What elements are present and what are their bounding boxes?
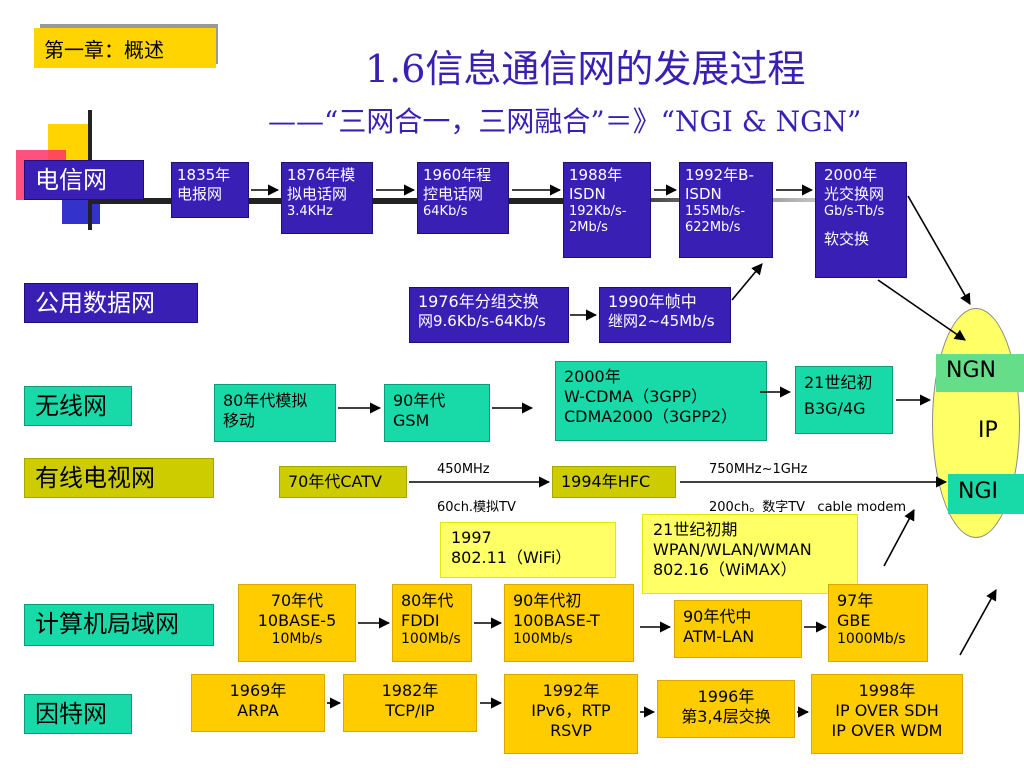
cable-label: 450MHz: [437, 462, 490, 477]
cable-label: 750MHz~1GHz: [709, 462, 808, 477]
arrow: [731, 263, 763, 301]
chapter-tag: 第一章：概述: [34, 28, 216, 68]
page-subtitle: ——“三网合一，三网融合”＝》“NGI & NGN”: [268, 105, 862, 138]
chapter-text: 第一章：概述: [44, 38, 164, 62]
category-internet: 因特网: [24, 694, 132, 734]
internet-box: 1996年第3,4层交换: [657, 680, 795, 738]
arrow: [959, 589, 997, 656]
cable-box: 1994年HFC: [552, 466, 676, 498]
telecom-box: 1835年电报网: [171, 162, 249, 218]
public-data-box: 1976年分组交换网9.6Kb/s-64Kb/s: [409, 287, 569, 343]
cable-label: 60ch.模拟TV: [437, 500, 516, 515]
public-data-box: 1990年帧中继网2~45Mb/s: [599, 287, 731, 343]
ngi-label: NGI: [948, 474, 1024, 514]
cable-label: 200ch。数字TV cable modem: [709, 500, 907, 515]
wireless-box: 80年代模拟移动: [214, 384, 336, 442]
arrow: [877, 279, 966, 341]
decor-square: [62, 200, 100, 224]
arrow: [907, 195, 971, 305]
category-telecom: 电信网: [24, 160, 144, 200]
ngn-label: NGN: [936, 354, 1024, 392]
category-cable-tv: 有线电视网: [24, 458, 214, 498]
cable-box: 70年代CATV: [279, 466, 407, 498]
category-lan: 计算机局域网: [24, 604, 214, 646]
ip-label: IP: [978, 418, 998, 443]
category-wireless: 无线网: [24, 386, 132, 426]
category-public-data: 公用数据网: [24, 283, 198, 323]
arrow: [883, 509, 915, 567]
page-title: 1.6信息通信网的发展过程: [365, 47, 806, 91]
